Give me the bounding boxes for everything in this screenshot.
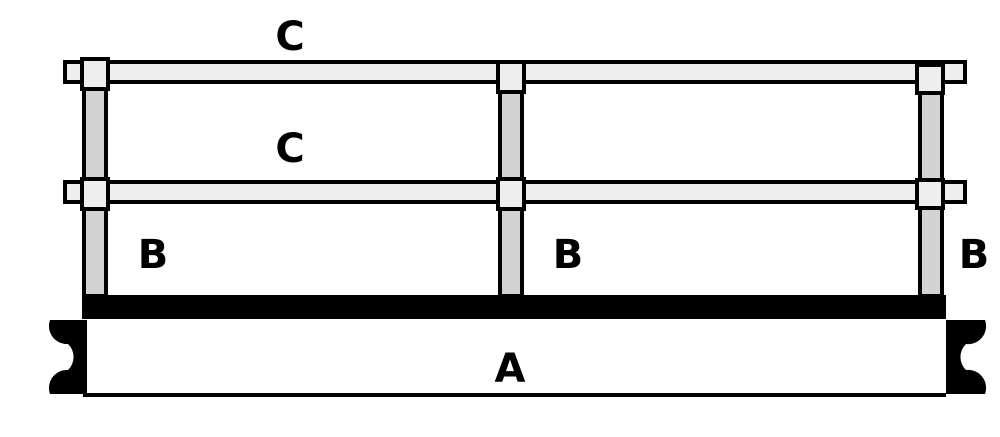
base-plank [82,295,946,319]
label-rail-middle: C [275,126,304,172]
label-post-left: B [138,232,169,278]
label-rail-top: C [275,14,304,60]
label-length: A [495,346,526,392]
joints [80,57,945,211]
label-post-middle: B [553,232,584,278]
label-post-right: B [959,232,990,278]
end-cap-left [48,320,87,394]
end-cap-right [946,320,987,394]
